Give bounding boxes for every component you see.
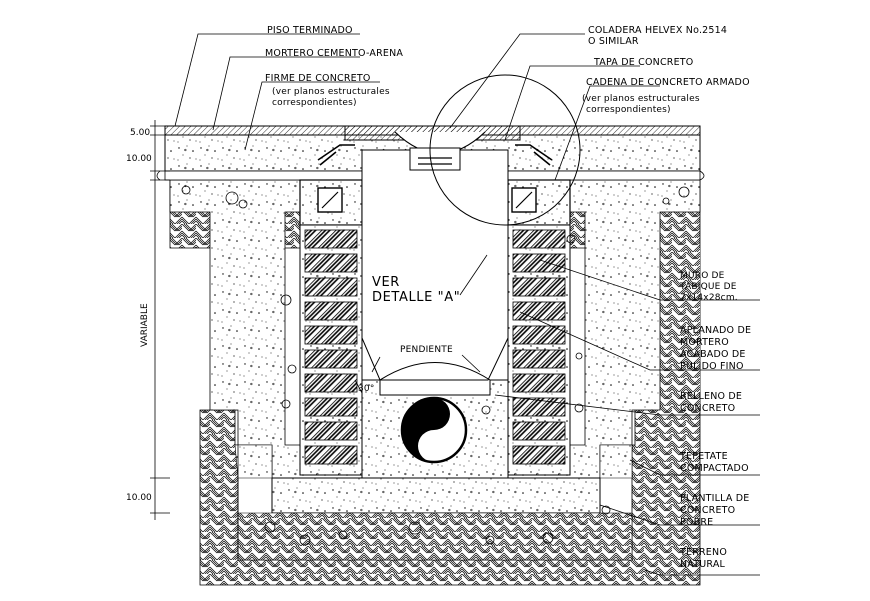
label-terreno-1: TERRENO [680, 547, 727, 558]
label-coladera-1: COLADERA HELVEX No.2514 [588, 25, 728, 36]
label-cadena: CADENA DE CONCRETO ARMADO [586, 77, 750, 88]
brick-course [304, 397, 358, 417]
label-pendiente: PENDIENTE [400, 345, 453, 355]
brick-course [304, 421, 358, 441]
plantilla-concreto [271, 477, 601, 514]
brick-course [304, 373, 358, 393]
label-firme: FIRME DE CONCRETO [265, 73, 371, 84]
brick-course [304, 253, 358, 273]
brick-course [512, 421, 566, 441]
label-cadena-note-1: (ver planos estructurales [582, 94, 700, 104]
label-aplanado-4: PULIDO FINO [680, 361, 744, 372]
label-muro-2: TABIQUE DE [680, 282, 737, 292]
brick-course [512, 373, 566, 393]
label-tepetate-1: TEPETATE [680, 451, 728, 462]
brick-course [304, 301, 358, 321]
brick-course [512, 397, 566, 417]
label-tapa: TAPA DE CONCRETO [594, 57, 694, 68]
terreno-right-outer [660, 248, 700, 410]
label-mortero: MORTERO CEMENTO-ARENA [265, 48, 404, 59]
brick-course [304, 445, 358, 465]
brick-course [512, 277, 566, 297]
brick-course [304, 325, 358, 345]
label-muro-1: MURO DE [680, 271, 725, 281]
dim-top-5: 5.00 [130, 128, 151, 138]
brick-course [304, 349, 358, 369]
label-firme-note-1: (ver planos estructurales [272, 87, 390, 97]
dim-bottom-10: 10.00 [126, 493, 152, 503]
label-relleno-2: CONCRETO [680, 403, 736, 414]
label-cadena-note-2: correspondientes) [586, 105, 671, 115]
label-detalle-a: DETALLE "A" [372, 290, 461, 305]
label-muro-3: 7x14x28cm. [680, 293, 738, 303]
brick-course [512, 229, 566, 249]
label-ver: VER [372, 275, 400, 290]
label-terreno-2: NATURAL [680, 559, 726, 570]
label-firme-note-2: correspondientes) [272, 98, 357, 108]
dim-top-10: 10.00 [126, 154, 152, 164]
brick-course [512, 301, 566, 321]
brick-course [512, 253, 566, 273]
label-tepetate-2: COMPACTADO [680, 463, 749, 474]
label-relleno-1: RELLENO DE [680, 391, 743, 402]
label-aplanado-1: APLANADO DE [680, 325, 752, 336]
brick-course [512, 445, 566, 465]
detalle-a-circle [429, 74, 581, 226]
label-angle: 30° [358, 384, 375, 394]
label-aplanado-2: MORTERO [680, 337, 729, 348]
tubo-drenaje [400, 396, 468, 464]
label-plantilla-3: POBRE [680, 517, 714, 528]
label-aplanado-3: ACABADO DE [680, 349, 746, 360]
brick-course [512, 349, 566, 369]
label-piso-terminado: PISO TERMINADO [267, 25, 353, 36]
label-plantilla-2: CONCRETO [680, 505, 736, 516]
brick-course [304, 277, 358, 297]
label-plantilla-1: PLANTILLA DE [680, 493, 750, 504]
dim-variable: VARIABLE [140, 303, 150, 347]
brick-course [512, 325, 566, 345]
camara-interior [361, 149, 509, 381]
label-coladera-2: O SIMILAR [588, 36, 639, 47]
brick-course [304, 229, 358, 249]
